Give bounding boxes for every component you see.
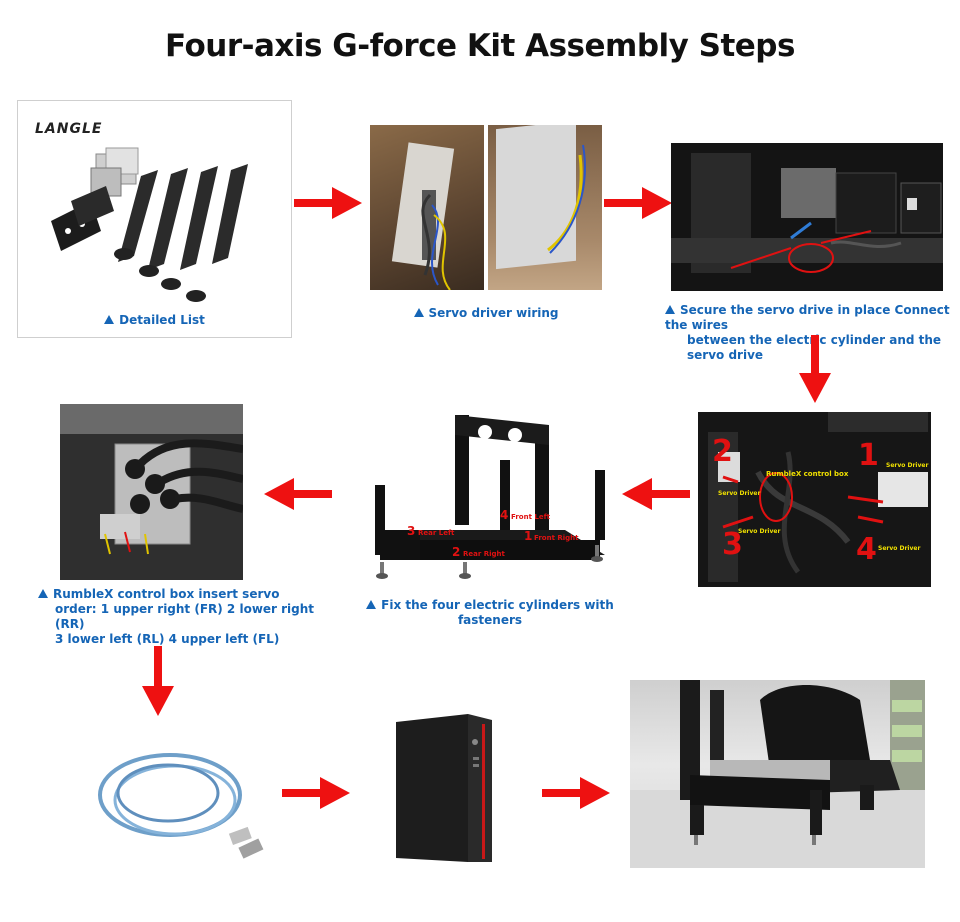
label-front-right: Front Right [534, 534, 579, 542]
label-num-3-frame: 3 [407, 524, 416, 538]
detailed-list-caption: Detailed List [18, 313, 291, 328]
triangle-icon [366, 600, 377, 609]
arrow-left-icon [622, 478, 690, 510]
label-servo-driver-4: Servo Driver [878, 545, 921, 552]
label-servo-driver-3: Servo Driver [738, 528, 781, 535]
label-num-1: 1 [858, 438, 879, 473]
label-servo-driver-2: Servo Driver [718, 490, 761, 497]
triangle-icon [38, 589, 48, 598]
label-num-2: 2 [712, 434, 733, 469]
arrow-down-icon [142, 646, 174, 716]
kit-parts-image [51, 147, 248, 302]
arrow-right-icon [294, 187, 362, 219]
pc-tower-image [396, 714, 492, 862]
arrow-right-icon [542, 777, 610, 809]
usb-cable-image [98, 753, 264, 859]
label-servo-driver-1: Servo Driver [886, 462, 929, 469]
rumblex-caption-line-1: RumbleX control box insert servo [38, 587, 328, 602]
control-box-wiring-photo: 2 1 3 4 RumbleX control box Servo Driver… [698, 412, 931, 587]
fix-cylinders-caption: Fix the four electric cylinders with fas… [340, 598, 640, 628]
arrow-right-icon [282, 777, 350, 809]
brand-logo: LANGLE [35, 121, 103, 137]
arrow-right-icon [604, 187, 672, 219]
triangle-icon [665, 305, 675, 314]
label-num-2-frame: 2 [452, 545, 461, 559]
detailed-list-card: LANGLE Detailed List [17, 100, 292, 338]
label-rumblex-box: RumbleX control box [766, 470, 849, 478]
rumblex-box-photo [60, 404, 243, 580]
secure-drive-line-1: Secure the servo drive in place Connect … [665, 303, 950, 332]
triangle-icon [104, 315, 115, 324]
rumblex-caption: RumbleX control box insert servo order: … [38, 587, 328, 647]
page-title: Four-axis G-force Kit Assembly Steps [165, 28, 795, 64]
servo-wiring-photo-left [370, 125, 484, 290]
rig-frame-image [375, 415, 605, 579]
arrow-left-icon [264, 478, 332, 510]
label-rear-left: Rear Left [418, 529, 455, 537]
label-num-4-frame: 4 [500, 508, 509, 522]
final-rig-photo [630, 680, 925, 868]
label-num-3: 3 [722, 527, 743, 562]
label-front-left: Front Left [511, 513, 550, 521]
servo-wiring-caption: Servo driver wiring [370, 306, 602, 321]
label-rear-right: Rear Right [463, 550, 505, 558]
rumblex-caption-line-3: 3 lower left (RL) 4 upper left (FL) [55, 632, 280, 646]
triangle-icon [413, 308, 424, 317]
rumblex-caption-line-2: order: 1 upper right (FR) 2 lower right … [55, 602, 315, 631]
servo-drive-mounted-photo [671, 143, 943, 291]
label-num-4: 4 [856, 532, 877, 567]
servo-wiring-photo-right [488, 125, 602, 290]
arrow-down-icon [799, 335, 831, 403]
label-num-1-frame: 1 [524, 529, 533, 543]
